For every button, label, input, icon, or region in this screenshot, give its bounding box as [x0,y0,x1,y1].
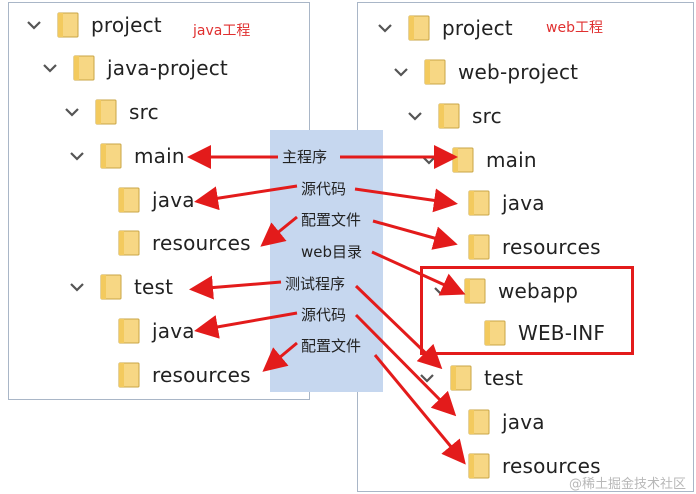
chevron-down-icon[interactable] [420,151,438,169]
java-tree-item-resources[interactable]: resources [118,228,251,258]
category-main-program: 主程序 [281,146,329,167]
arrow-webapp [371,250,466,296]
folder-icon [438,103,460,129]
arrow-resources-left [260,215,298,247]
folder-icon [450,365,472,391]
chevron-down-icon[interactable] [68,278,86,296]
web-tree-item-java[interactable]: java [468,188,545,218]
category-test-config-files: 配置文件 [300,335,363,356]
java-tree-item-project[interactable]: project [25,10,162,40]
chevron-down-icon[interactable] [376,19,394,37]
arrow-java-right [354,187,458,213]
folder-icon [468,190,490,216]
web-tree-item-java[interactable]: java [468,407,545,437]
web-tree-item-web-project[interactable]: web-project [392,57,578,87]
tree-item-label: java-project [107,56,228,80]
java-project-tag: java工程 [193,23,251,39]
tree-item-label: project [442,16,513,40]
web-tree-item-test[interactable]: test [418,363,523,393]
web-project-tag: web工程 [546,20,603,36]
java-tree-item-resources[interactable]: resources [118,360,251,390]
web-tree-item-resources[interactable]: resources [468,232,601,262]
arrow-test-left [189,275,282,300]
arrow-java-left [194,184,298,211]
tree-item-label: resources [502,235,601,259]
chevron-down-icon[interactable] [406,107,424,125]
arrow-test-java-left [194,311,298,339]
java-project-tree-panel [8,2,310,400]
tree-item-label: java [152,319,195,343]
folder-icon [100,143,122,169]
folder-icon [484,320,506,346]
folder-icon [118,362,140,388]
folder-icon [118,187,140,213]
arrow-test-right [354,284,443,370]
tree-item-label: test [134,275,174,299]
web-tree-item-main[interactable]: main [420,145,537,175]
java-tree-item-main[interactable]: main [68,141,185,171]
chevron-down-icon[interactable] [41,59,59,77]
watermark: @稀土掘金技术社区 [568,477,686,492]
chevron-down-icon[interactable] [63,103,81,121]
folder-icon [57,12,79,38]
folder-icon [118,318,140,344]
category-test-program: 测试程序 [284,273,347,294]
tree-item-label: src [129,100,159,124]
folder-icon [95,99,117,125]
java-tree-item-test[interactable]: test [68,272,173,302]
folder-icon [408,15,430,41]
web-tree-item-src[interactable]: src [406,101,502,131]
tree-item-label: src [472,104,502,128]
tree-item-label: main [486,148,537,172]
chevron-down-icon[interactable] [25,16,43,34]
java-tree-item-java[interactable]: java [118,316,195,346]
chevron-down-icon[interactable] [418,369,436,387]
tree-item-label: java [502,191,545,215]
category-config-files: 配置文件 [300,209,363,230]
folder-icon [73,55,95,81]
tree-item-label: resources [152,363,251,387]
tree-item-label: webapp [498,279,579,303]
java-tree-item-java-project[interactable]: java-project [41,53,228,83]
tree-item-label: WEB-INF [518,321,606,345]
chevron-down-icon[interactable] [392,63,410,81]
tree-item-label: java [152,188,195,212]
webapp-highlight-box [420,266,634,355]
tree-item-label: project [91,13,162,37]
arrow-test-resources-left [262,341,298,372]
category-web-directory: web目录 [300,241,364,262]
arrow-test-resources-right [373,354,466,465]
tree-item-label: web-project [458,60,579,84]
category-source-code: 源代码 [300,178,348,199]
tree-item-label: java [502,410,545,434]
folder-icon [468,409,490,435]
web-project-tree-panel [357,2,694,492]
java-tree-item-java[interactable]: java [118,185,195,215]
folder-icon [118,230,140,256]
arrow-resources-right [372,219,458,250]
folder-icon [100,274,122,300]
folder-icon [468,234,490,260]
folder-icon [424,59,446,85]
category-test-source-code: 源代码 [300,304,348,325]
web-tree-item-webapp[interactable]: webapp [432,276,578,306]
tree-item-label: resources [502,454,601,478]
web-tree-item-resources[interactable]: resources [468,451,601,481]
tree-item-label: resources [152,231,251,255]
tree-item-label: test [484,366,524,390]
web-tree-item-project[interactable]: project [376,13,513,43]
arrow-test-java-right [354,313,457,417]
web-tree-item-web-inf[interactable]: WEB-INF [484,318,605,348]
java-tree-item-src[interactable]: src [63,97,159,127]
tree-item-label: main [134,144,185,168]
folder-icon [468,453,490,479]
chevron-down-icon[interactable] [68,147,86,165]
